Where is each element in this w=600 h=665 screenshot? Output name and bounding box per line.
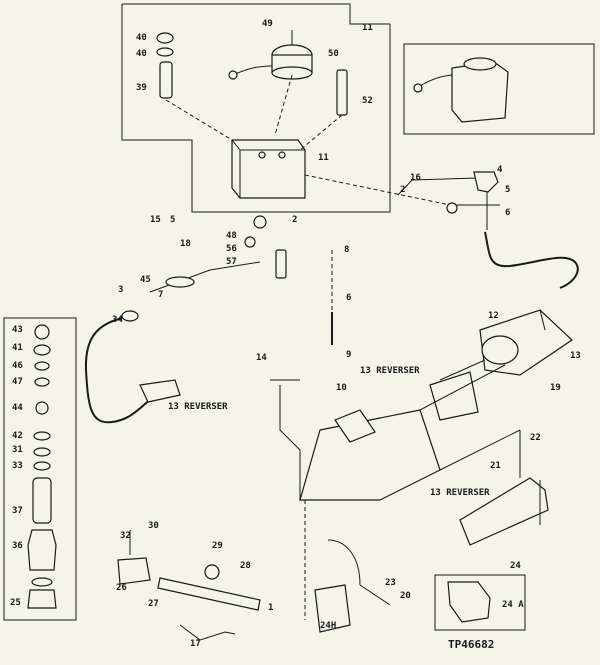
- callout-22: 22: [530, 433, 541, 443]
- callout-14: 14: [256, 353, 267, 363]
- callout-2b: 2: [292, 215, 297, 225]
- lower-rod: [117, 530, 261, 641]
- callout-34: 34: [112, 315, 123, 325]
- hydraulic-hose-left: [84, 317, 153, 424]
- callout-56: 56: [226, 244, 237, 254]
- callout-25: 25: [10, 598, 21, 608]
- callout-2a: 2: [400, 185, 405, 195]
- callout-1: 1: [268, 603, 273, 613]
- callout-40b: 40: [136, 49, 147, 59]
- callout-33: 33: [12, 461, 23, 471]
- callout-5b: 5: [170, 215, 175, 225]
- callout-26: 26: [116, 583, 127, 593]
- callout-7: 7: [158, 290, 163, 300]
- bracket-assembly: [270, 364, 521, 620]
- callout-39: 39: [136, 83, 147, 93]
- callout-3: 3: [118, 285, 123, 295]
- callout-18: 18: [180, 239, 191, 249]
- callout-23: 23: [385, 578, 396, 588]
- callout-8: 8: [344, 245, 349, 255]
- callout-47: 47: [12, 377, 23, 387]
- callout-52: 52: [362, 96, 373, 106]
- center-fittings: [121, 215, 333, 403]
- callout-29: 29: [212, 541, 223, 551]
- callout-6: 6: [505, 208, 510, 218]
- callout-24a: 24 A: [502, 600, 524, 610]
- hydraulic-cylinder: [429, 309, 573, 421]
- callout-30: 30: [148, 521, 159, 531]
- callout-6b: 6: [346, 293, 351, 303]
- parts-strip-left: [3, 317, 77, 621]
- callout-15: 15: [150, 215, 161, 225]
- figure-code: TP46682: [448, 638, 494, 651]
- callout-57: 57: [226, 257, 237, 267]
- valve-inset-box: [121, 3, 391, 213]
- callout-11-mid: 11: [318, 153, 329, 163]
- callout-46: 46: [12, 361, 23, 371]
- leader-stack: [165, 99, 233, 141]
- callout-40a: 40: [136, 33, 147, 43]
- callout-9: 9: [346, 350, 351, 360]
- leader-52: [299, 114, 343, 151]
- callout-20: 20: [400, 591, 411, 601]
- callout-41: 41: [12, 343, 23, 353]
- right-lower-bracket: [459, 430, 549, 546]
- reverser-label-2: 13 REVERSER: [168, 402, 228, 412]
- reverser-label-3: 13 REVERSER: [430, 488, 490, 498]
- callout-28: 28: [240, 561, 251, 571]
- callout-21: 21: [490, 461, 501, 471]
- callout-32: 32: [120, 531, 131, 541]
- callout-4: 4: [497, 165, 503, 175]
- callout-36: 36: [12, 541, 23, 551]
- callout-11-top: 11: [362, 23, 373, 33]
- callout-45: 45: [140, 275, 151, 285]
- callout-19: 19: [550, 383, 561, 393]
- callout-27: 27: [148, 599, 159, 609]
- callout-5: 5: [505, 185, 510, 195]
- linkage-rod: [304, 171, 500, 230]
- bottom-right-inset: [434, 574, 526, 631]
- callout-44: 44: [12, 403, 23, 413]
- fittings-stack-top: [156, 32, 348, 116]
- callout-31: 31: [12, 445, 23, 455]
- callout-49-top: 49: [262, 19, 273, 29]
- callout-13: 13: [570, 351, 581, 361]
- control-valve: [231, 139, 306, 199]
- callout-16: 16: [410, 173, 421, 183]
- hydraulic-hose-right: [484, 231, 579, 289]
- reverser-label-1: 13 REVERSER: [360, 366, 420, 376]
- callout-37: 37: [12, 506, 23, 516]
- solenoid: [228, 30, 313, 80]
- callout-12: 12: [488, 311, 499, 321]
- callout-42: 42: [12, 431, 23, 441]
- callout-17: 17: [190, 639, 201, 649]
- callout-48: 48: [226, 231, 237, 241]
- lower-linkage: [314, 539, 391, 633]
- callout-10: 10: [336, 383, 347, 393]
- solenoid-inset-box: [403, 43, 595, 135]
- leader-solenoid: [274, 74, 293, 136]
- callout-43: 43: [12, 325, 23, 335]
- callout-24h: 24H: [320, 621, 336, 631]
- callout-24: 24: [510, 561, 521, 571]
- callout-50-top: 50: [328, 49, 339, 59]
